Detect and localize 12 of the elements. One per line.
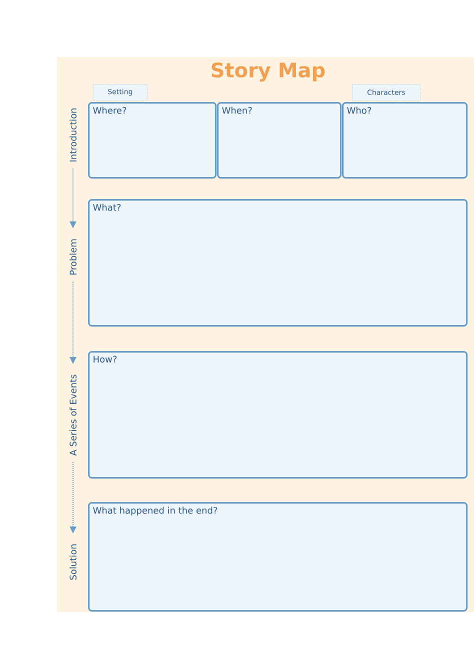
answer-box: What happened in the end? (88, 502, 468, 612)
section-label: A Series of Events (70, 374, 76, 456)
arrow (70, 461, 76, 534)
section-label: Introduction (70, 108, 76, 162)
arrow (70, 281, 76, 364)
arrow (70, 168, 76, 228)
section-label: Solution (70, 544, 76, 580)
section-label: Problem (70, 239, 76, 275)
answer-box: When? (217, 102, 342, 179)
answer-box: How? (88, 351, 468, 479)
title: Story Map (212, 62, 325, 82)
answer-box: What? (88, 199, 468, 327)
